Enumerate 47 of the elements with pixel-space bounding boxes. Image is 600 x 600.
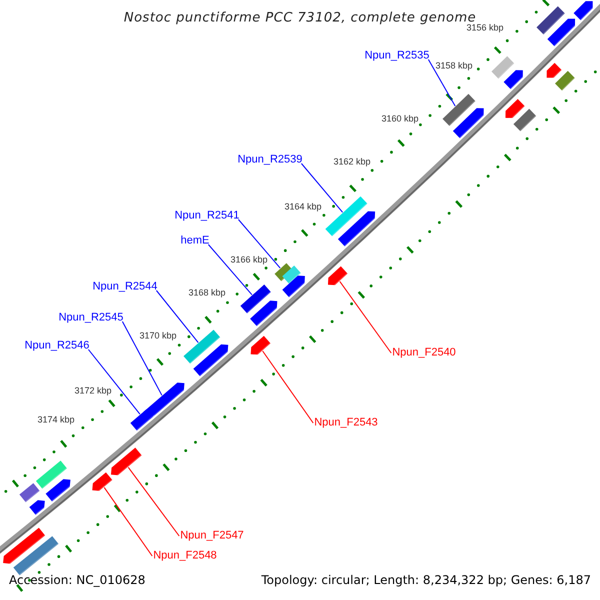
genome-info-text: Topology: circular; Length: 8,234,322 bp; Genes: 6,187: [261, 574, 591, 586]
gene-feature: [536, 6, 566, 36]
leader-line: [122, 321, 162, 396]
leader-line: [128, 466, 180, 536]
scale-label: 3156 kbp: [466, 24, 504, 32]
gene-label: Npun_F2543: [314, 416, 378, 428]
leader-line: [339, 280, 392, 354]
gene-label: Npun_F2548: [153, 550, 217, 562]
gene-label: Npun_R2546: [24, 340, 90, 352]
gene-feature: [325, 196, 369, 238]
gene-label: Npun_R2535: [364, 50, 430, 62]
scale-label: 3166 kbp: [230, 256, 268, 264]
scale-label: 3160 kbp: [381, 114, 419, 124]
gene-label: hemE: [180, 234, 210, 246]
leader-line: [88, 349, 140, 415]
gene-label: Npun_R2544: [92, 280, 158, 292]
leader-line: [262, 350, 314, 424]
gene-label: Npun_F2547: [180, 530, 244, 542]
gene-feature: [338, 211, 379, 248]
gene-feature: [555, 70, 576, 92]
scale-label: 3158 kbp: [435, 62, 473, 70]
gene-label: Npun_R2541: [174, 210, 240, 222]
scale-label: 3174 kbp: [37, 416, 75, 424]
gene-feature: [491, 56, 516, 80]
scale-label: 3172 kbp: [74, 386, 112, 396]
gene-feature: [282, 276, 309, 299]
scale-label: 3162 kbp: [333, 158, 371, 166]
gene-feature: [442, 94, 477, 128]
leader-line: [208, 244, 252, 296]
gene-feature: [504, 70, 527, 91]
gene-feature: [19, 483, 41, 504]
leader-line: [156, 290, 199, 343]
gene-label: Npun_F2540: [392, 346, 456, 358]
gene-feature: [130, 409, 157, 432]
scale-label: 3170 kbp: [139, 332, 177, 340]
gene-label: Npun_R2545: [58, 312, 124, 324]
gene-feature: [184, 330, 222, 366]
scale-label: 3168 kbp: [188, 288, 226, 298]
leader-line: [428, 59, 456, 106]
accession-text: Accession: NC_010628: [9, 574, 146, 586]
gene-feature: [36, 460, 68, 490]
scale-label: 3164 kbp: [284, 202, 322, 212]
gene-feature: [513, 108, 538, 133]
leader-line: [104, 486, 153, 556]
leader-line: [300, 163, 344, 213]
gene-label: Npun_R2539: [238, 154, 302, 166]
gene-feature: [240, 284, 272, 315]
